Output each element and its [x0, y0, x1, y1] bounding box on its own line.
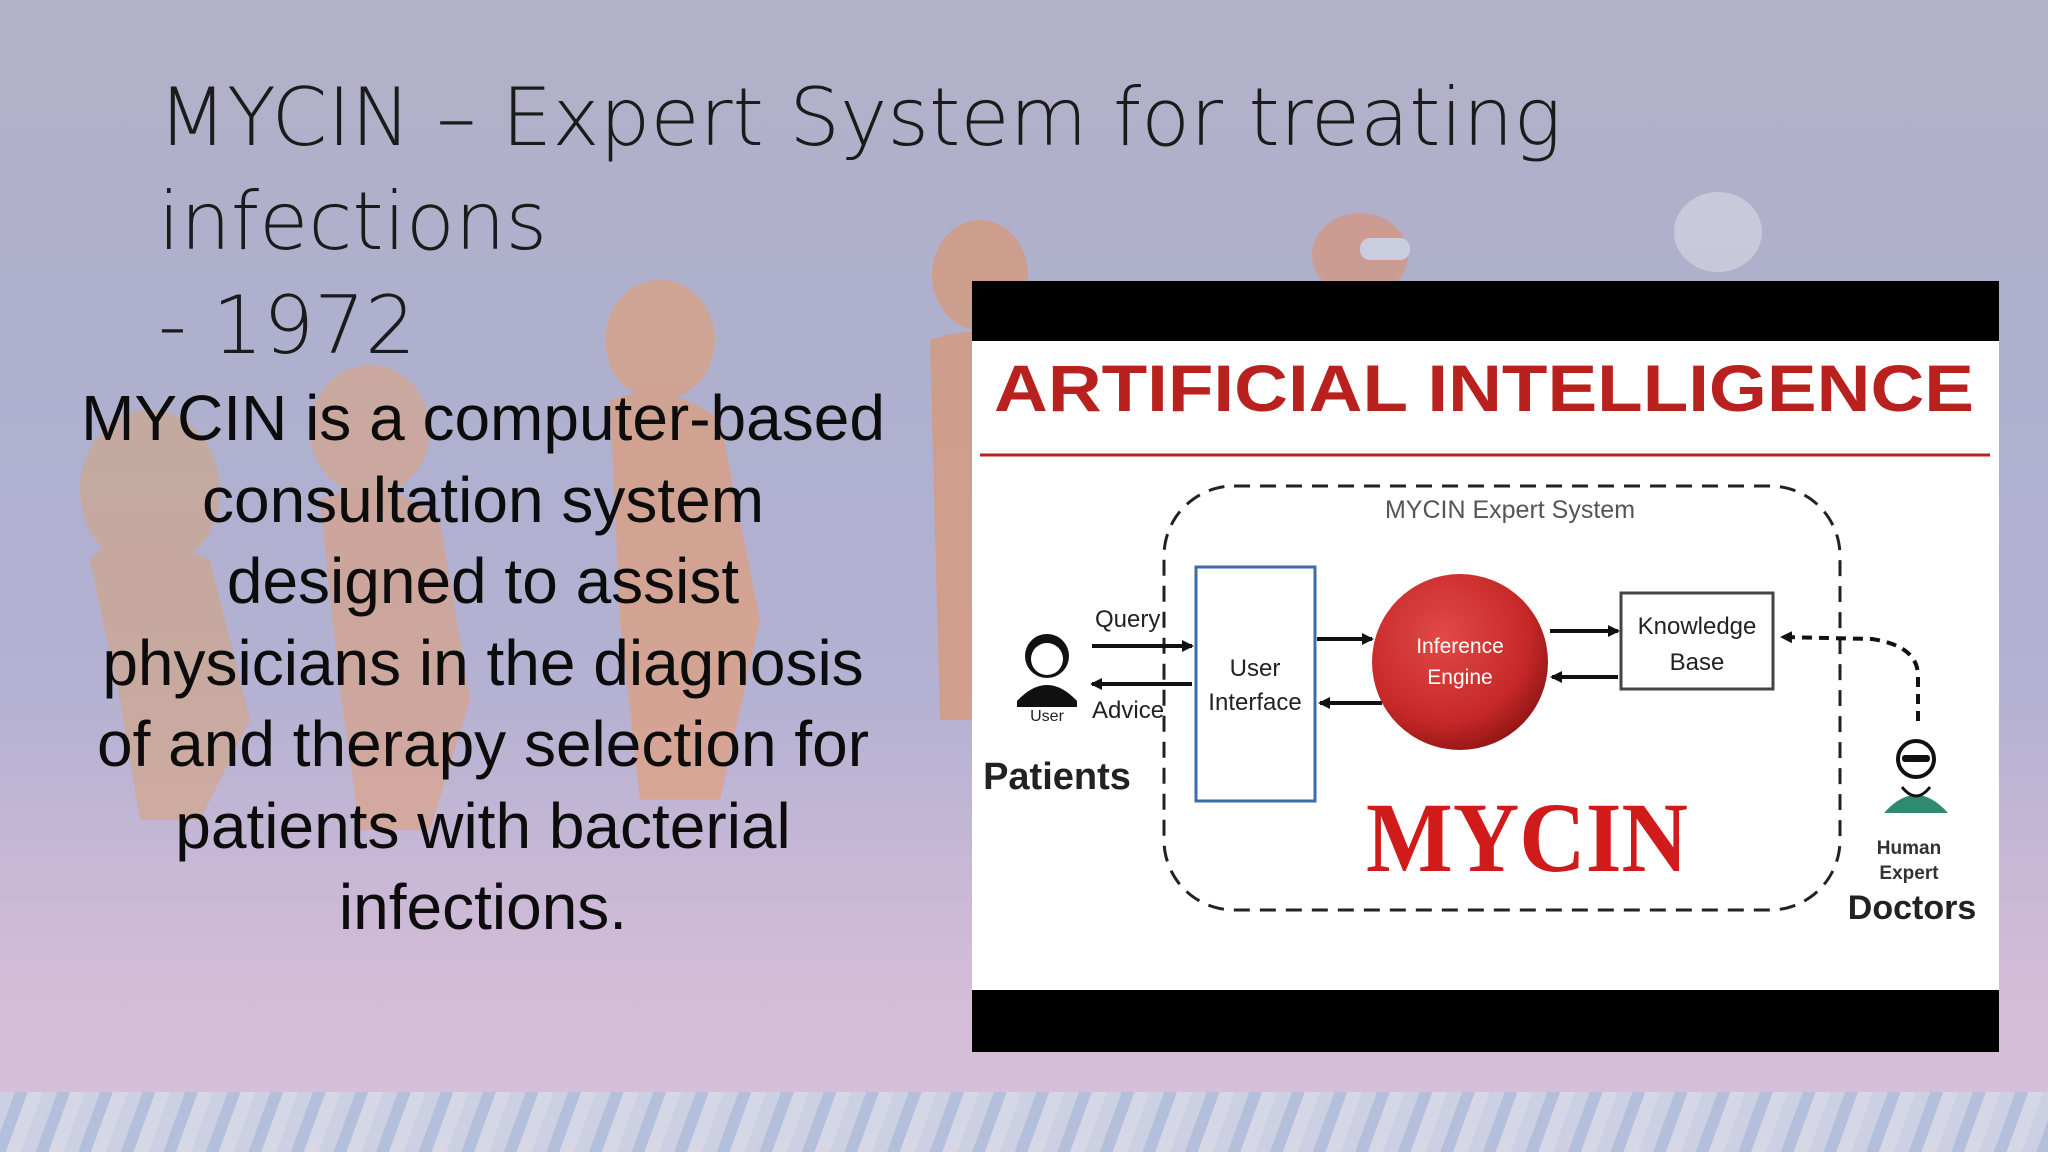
decorative-stripe-band [0, 1092, 2048, 1152]
slide-title: MYCIN – Expert System for treating infec… [158, 66, 1958, 378]
inference-engine-circle [1372, 574, 1548, 750]
user-interface-line-1: User [1230, 655, 1281, 682]
user-label: User [1030, 708, 1064, 725]
slide-title-line-1: MYCIN – Expert System for treating infec… [158, 71, 1562, 268]
slide-body-text: MYCIN is a computer-based consultation s… [81, 382, 885, 943]
user-interface-box [1194, 565, 1317, 803]
expert-to-kb-arrow [1780, 631, 1920, 721]
user-interface-line-2: Interface [1208, 689, 1301, 716]
advice-label: Advice [1092, 697, 1164, 724]
knowledge-base-box [1619, 591, 1775, 691]
diagram-heading: ARTIFICIAL INTELLIGENCE [994, 351, 1974, 425]
query-label: Query [1095, 606, 1160, 633]
knowledge-base-line-2: Base [1670, 649, 1725, 676]
system-boundary [1162, 484, 1842, 912]
inference-engine-line-2: Engine [1427, 666, 1492, 689]
mycin-diagram: ARTIFICIAL INTELLIGENCE MYCIN Expert Sys… [972, 341, 1999, 990]
mycin-diagram-figure: ARTIFICIAL INTELLIGENCE MYCIN Expert Sys… [972, 281, 1999, 1052]
slide-title-line-2: - 1972 [158, 279, 416, 372]
human-expert-line-1: Human [1877, 838, 1941, 859]
doctor-icon [1884, 739, 1948, 813]
doctors-label: Doctors [1848, 889, 1976, 927]
patients-label: Patients [983, 756, 1131, 798]
system-label: MYCIN Expert System [1385, 496, 1635, 524]
mycin-label: MYCIN [1366, 782, 1688, 893]
human-expert-line-2: Expert [1879, 863, 1939, 884]
knowledge-base-line-1: Knowledge [1638, 613, 1757, 640]
inference-engine-line-1: Inference [1416, 635, 1504, 658]
user-icon [1017, 634, 1077, 707]
